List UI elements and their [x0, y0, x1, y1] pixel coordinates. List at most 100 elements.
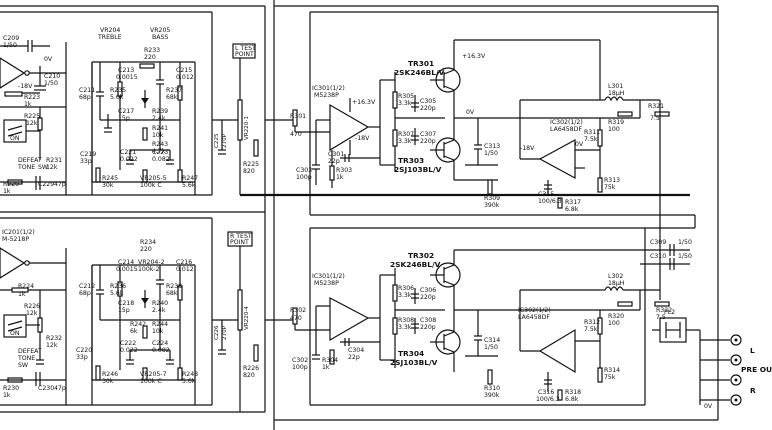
component-labels: C209 1/50 0V C210 1/50 -18V R223 1k R225… [2, 27, 772, 410]
label-r246: R246 [102, 371, 118, 378]
label-m5238b: M5238P [314, 280, 339, 287]
label-r308v: 3.3k [398, 324, 412, 331]
label-p163: +16.3V [352, 99, 376, 106]
label-n18: -18V [355, 135, 370, 142]
label-c316: C316 [538, 389, 554, 396]
label-r301: R301 [290, 113, 306, 120]
label-r248: R248 [182, 371, 198, 378]
label-r311: R311 [584, 129, 600, 136]
label-defeat-a: DEFEAT [18, 157, 42, 164]
label-pre-r: R [750, 386, 756, 395]
label-r248v: 5.6k [182, 378, 196, 385]
label-ov-1: 0V [466, 109, 475, 116]
label-c310: C310 [650, 253, 666, 260]
label-r225: R225 [24, 113, 40, 120]
label-tr302: TR302 [408, 251, 434, 260]
label-r224v: 1k [18, 291, 26, 298]
label-tr301: TR301 [408, 59, 434, 68]
label-r230: R230 [3, 385, 19, 392]
label-r314: R314 [604, 367, 620, 374]
label-c219: C219 [80, 151, 96, 158]
label-bass-a: BASS [152, 34, 168, 41]
label-m5218: M-5218P [2, 236, 29, 243]
label-ic302b: IC302(1/2) [518, 307, 551, 314]
label-c230: C230 [38, 385, 54, 392]
label-r230v: 1k [3, 392, 11, 399]
label-la6458: LA6458DF [550, 126, 582, 133]
label-r310v: 390k [484, 392, 500, 399]
label-ic301b: IC301(1/2) [312, 273, 345, 280]
label-r322v: 7.5 [656, 314, 666, 321]
label-c213: C213 [118, 67, 134, 74]
label-vr204: VR204 [100, 27, 120, 34]
label-r303: R303 [336, 167, 352, 174]
label-r317v: 6.8k [565, 206, 579, 213]
label-r239v: 2.4k [152, 115, 166, 122]
label-r224: R224 [18, 283, 34, 290]
label-point-a: POINT [235, 51, 254, 58]
label-r237: R237 [166, 87, 182, 94]
label-c306v: 220p [420, 294, 436, 301]
label-tr302t: 2SK246BL/V [390, 260, 441, 269]
label-r225bv: 820 [243, 168, 255, 175]
label-c314: C314 [484, 337, 500, 344]
label-r304v: 1k [322, 364, 330, 371]
label-r240v: 2.4k [152, 307, 166, 314]
label-r242: R242 [130, 321, 146, 328]
label-c214v: 0.0015 [116, 266, 138, 273]
label-c217v: 15p [118, 115, 130, 122]
label-m5238: M5238P [314, 92, 339, 99]
label-r314v: 75k [604, 374, 616, 381]
label-vr205-7v: 100k C [140, 378, 162, 385]
label-l301v: 18μH [608, 90, 625, 97]
tone-network-bottom [91, 265, 196, 405]
label-vr220: VR220-1 [244, 116, 250, 140]
label-r302: R302 [290, 307, 306, 314]
label-r301v: 470 [290, 131, 302, 138]
label-c215v: 0.012 [176, 74, 194, 81]
label-c211v: 68p [79, 94, 91, 101]
label-r237v: 68k [166, 94, 178, 101]
label-c209v: 1/50 [3, 42, 17, 49]
label-test-b: R TEST [230, 233, 252, 240]
label-ov-3: 0V [704, 403, 713, 410]
label-r247v: 5.6k [182, 182, 196, 189]
label-c313v: 1/50 [484, 150, 498, 157]
test-point-bottom [212, 231, 259, 412]
label-c226: C226 [214, 325, 220, 340]
label-tr301t: 2SK246BL/V [394, 68, 445, 77]
label-n18-b: -18V [520, 145, 535, 152]
label-c302: C302 [292, 357, 308, 364]
label-tone-b: TONE [17, 355, 35, 362]
label-r313: R313 [604, 177, 620, 184]
label-c229: C229 [38, 181, 54, 188]
label-l302: L302 [608, 273, 623, 280]
label-c309v: 1/50 [678, 239, 692, 246]
label-r311v: 7.5k [584, 136, 598, 143]
label-r236: R236 [110, 283, 126, 290]
label-r231: R231 [46, 157, 62, 164]
label-r309v: 390k [484, 202, 500, 209]
label-c308: C308 [420, 317, 436, 324]
label-c304v: 22p [348, 354, 360, 361]
label-vr204bv: 100k-2 [138, 266, 160, 273]
label-r243v: 4.7k [152, 148, 166, 155]
label-r243: R243 [152, 141, 168, 148]
label-c226v: 270P [222, 325, 228, 340]
label-r241: R241 [152, 125, 168, 132]
label-c221v: 0.022 [120, 156, 138, 163]
label-r322: R322 [656, 307, 672, 314]
label-c316v: 100/6.3 [536, 396, 560, 403]
label-on-b: ON [10, 330, 20, 337]
label-vr205-7: VR205-7 [140, 371, 167, 378]
label-l301: L301 [608, 83, 623, 90]
label-c224v: 0.082 [152, 347, 170, 354]
label-c209: C209 [3, 35, 19, 42]
label-r318: R318 [565, 389, 581, 396]
label-la6458b: LA6458DF [518, 314, 550, 321]
label-vr205-5v: 100k C [140, 182, 162, 189]
label-treble-a: TREBLE [97, 34, 122, 41]
label-r242v: 6k [130, 328, 138, 335]
label-c215: C215 [176, 67, 192, 74]
label-r307: R307 [398, 131, 414, 138]
